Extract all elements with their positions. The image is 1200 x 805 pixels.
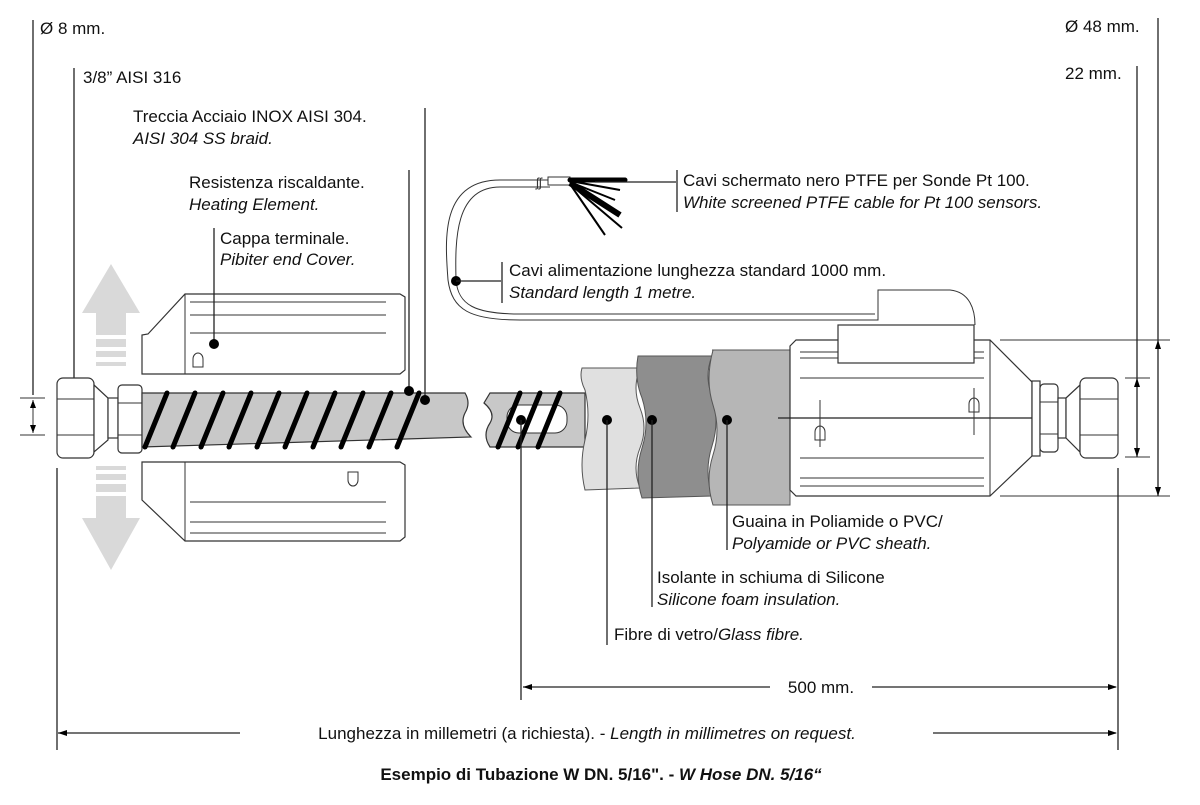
glass-label-en: Glass fibre.: [718, 625, 804, 644]
glass-fibre-layer: [580, 367, 645, 491]
foam-callout: Isolante in schiuma di Silicone Silicone…: [647, 415, 885, 609]
heater-label-it: Resistenza riscaldante.: [189, 173, 365, 192]
sensor-label-it: Cavi schermato nero PTFE per Sonde Pt 10…: [683, 171, 1030, 190]
figure-caption: Esempio di Tubazione W DN. 5/16". - W Ho…: [380, 765, 822, 784]
coil-turn: [198, 390, 226, 450]
coil-turn: [394, 390, 422, 450]
cover-callout: Cappa terminale. Pibiter end Cover.: [209, 228, 355, 349]
total-length-label-it: Lunghezza in millemetri (a richiesta). -: [318, 724, 605, 743]
sensor-callout: Cavi schermato nero PTFE per Sonde Pt 10…: [595, 170, 1042, 212]
cover-slide-arrow-icon: [82, 264, 140, 570]
power-label-it: Cavi alimentazione lunghezza standard 10…: [509, 261, 886, 280]
left-fitting: [56, 377, 143, 459]
total-length-dimension: Lunghezza in millemetri (a richiesta). -…: [58, 724, 1117, 743]
coil-turn: [338, 390, 366, 450]
power-label-en: Standard length 1 metre.: [509, 283, 696, 302]
heater-label-en: Heating Element.: [189, 195, 319, 214]
hose-inner-segment: [483, 390, 586, 450]
svg-text:ʃʃ: ʃʃ: [535, 175, 543, 190]
silicone-foam-layer: [636, 355, 717, 499]
diameter-large-label: Ø 48 mm.: [1065, 17, 1140, 36]
cover-label-en: Pibiter end Cover.: [220, 250, 355, 269]
foam-label-it: Isolante in schiuma di Silicone: [657, 568, 885, 587]
glass-fibre-callout: Fibre di vetro/Glass fibre.: [602, 415, 804, 645]
braid-callout: Treccia Acciaio INOX AISI 304. AISI 304 …: [132, 107, 430, 405]
coil-turn: [226, 390, 254, 450]
dimension-22-callout: 22 mm.: [1065, 64, 1150, 458]
diameter-small-label: Ø 8 mm.: [40, 19, 105, 38]
coil-turn: [495, 390, 523, 450]
coil-turn: [254, 390, 282, 450]
coil-turn: [366, 390, 394, 450]
inner-22-label: 22 mm.: [1065, 64, 1122, 83]
length-500-dimension: 500 mm.: [523, 678, 1117, 697]
end-cover-top: [141, 293, 406, 375]
braid-label-it: Treccia Acciaio INOX AISI 304.: [133, 107, 367, 126]
glass-label-it: Fibre di vetro/: [614, 625, 718, 644]
caption-it: Esempio di Tubazione W DN. 5/16". -: [380, 765, 674, 784]
caption-en: W Hose DN. 5/16“: [679, 765, 822, 784]
heater-callout: Resistenza riscaldante. Heating Element.: [189, 170, 414, 396]
end-cover-bottom: [141, 461, 406, 542]
coil-turn: [282, 390, 310, 450]
cover-label-it: Cappa terminale.: [220, 229, 349, 248]
sensor-wires: [567, 177, 628, 236]
total-length-label-en: Length in millimetres on request.: [610, 724, 856, 743]
sheath-label-en: Polyamide or PVC sheath.: [732, 534, 931, 553]
sensor-label-en: White screened PTFE cable for Pt 100 sen…: [683, 193, 1042, 212]
sheath-layer: [708, 349, 791, 506]
diameter-48-callout: Ø 48 mm.: [1000, 17, 1170, 497]
diameter-8-callout: Ø 8 mm.: [20, 19, 105, 436]
foam-label-en: Silicone foam insulation.: [657, 590, 840, 609]
coil-turn: [535, 390, 563, 450]
sheath-label-it: Guaina in Poliamide o PVC/: [732, 512, 943, 531]
right-fitting: [1031, 377, 1119, 459]
sheath-callout: Guaina in Poliamide o PVC/ Polyamide or …: [722, 415, 943, 553]
coil-turn: [515, 390, 543, 450]
coil-turn: [310, 390, 338, 450]
power-callout: Cavi alimentazione lunghezza standard 10…: [451, 261, 886, 303]
length-500-label: 500 mm.: [788, 678, 854, 697]
fitting-label: 3/8” AISI 316: [83, 68, 181, 87]
svg-text:Lunghezza in millemetri (a ric: Lunghezza in millemetri (a richiesta). -…: [318, 724, 856, 743]
heater-inner-callout: [516, 415, 526, 700]
braid-label-en: AISI 304 SS braid.: [132, 129, 273, 148]
coil-turn: [142, 390, 170, 450]
hose-braid-segment: [141, 390, 473, 450]
svg-text:Fibre di vetro/Glass fibre.: Fibre di vetro/Glass fibre.: [614, 625, 804, 644]
coil-turn: [170, 390, 198, 450]
right-end-cover: [778, 324, 1034, 497]
